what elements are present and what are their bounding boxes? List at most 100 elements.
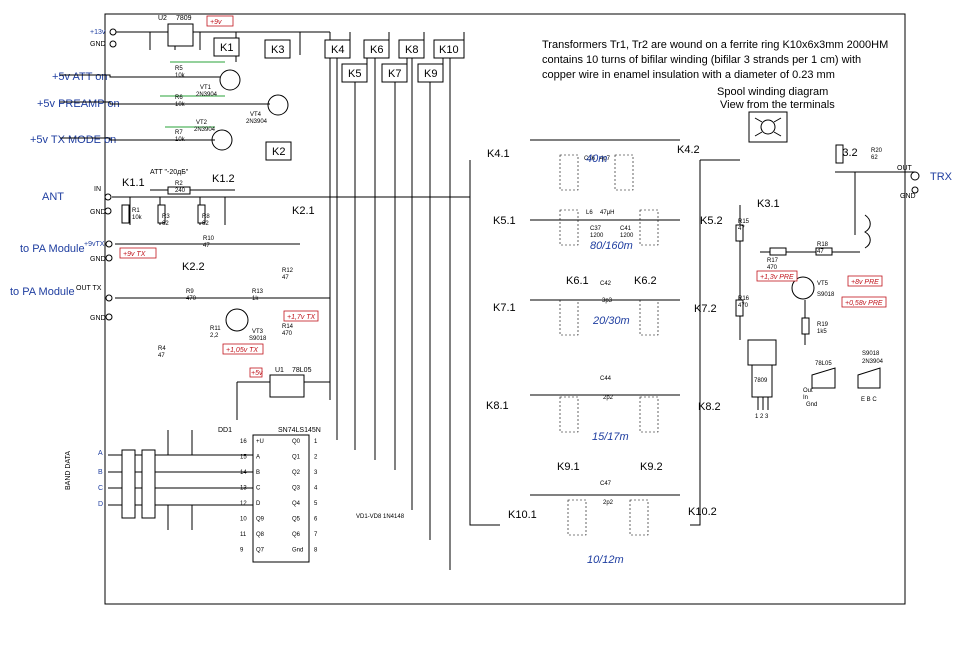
- relay-k9-label: K9: [424, 68, 437, 80]
- voltage-tags: +9v TX +1,7v TX +1,05v TX +1,3v PRE +8v …: [119, 247, 887, 355]
- u1-ref: U1: [275, 367, 284, 374]
- band-20-30m: 20/30m: [592, 315, 630, 327]
- c44-val: 2p2: [603, 395, 614, 401]
- filter-relay-k6-2: K6.2: [634, 275, 657, 287]
- dd1-right-name-1: Q1: [292, 455, 301, 461]
- rf-relay-k1-1: K1.1: [122, 177, 145, 189]
- dd1-right-pin-6: 7: [314, 532, 318, 538]
- resistor-r4-value: 47: [158, 353, 165, 359]
- dd1-left-pin-6: 11: [240, 532, 247, 538]
- dd1-right-name-6: Q6: [292, 532, 301, 538]
- c42-val: 3p3: [602, 298, 613, 304]
- description-line-2: contains 10 turns of bifilar winding (bi…: [542, 54, 861, 66]
- relay-coils: K1 K3 K4 K6 K8 K10 K5 K7 K9 K2: [213, 32, 465, 570]
- resistor-r16-value: 470: [738, 303, 749, 309]
- v-1-05v: +1,05v TX: [226, 347, 258, 354]
- vt3-part: S9018: [249, 336, 267, 342]
- resistor-r14-ref: R14: [282, 324, 294, 330]
- resistor-r19-ref: R19: [817, 322, 829, 328]
- dd1-right-pin-0: 1: [314, 439, 318, 445]
- relay-k1-label: K1: [220, 42, 233, 54]
- dd1-ref: DD1: [218, 427, 232, 434]
- pinout-in: In: [803, 395, 808, 401]
- label-out: OUT: [897, 165, 913, 172]
- u1-regulator: +5v U1 78L05: [236, 367, 330, 420]
- label-plus13v: +13v: [90, 29, 106, 36]
- label-gnd-top: GND: [90, 41, 106, 48]
- resistor-r18-ref: R18: [817, 242, 829, 248]
- dd1-right-name-7: Gnd: [292, 548, 303, 554]
- resistor-r4-ref: R4: [158, 346, 166, 352]
- pinout-ebc: E B C: [861, 397, 877, 403]
- rf-relay-k1-2: K1.2: [212, 173, 235, 185]
- relay-k4: K4: [324, 39, 351, 59]
- c36-val: 4p7: [600, 156, 611, 162]
- c47-ref: C47: [600, 481, 612, 487]
- vt4-part: 2N3904: [246, 119, 268, 125]
- vt1-part: 2N3904: [196, 92, 218, 98]
- resistor-r17-value: 470: [767, 265, 778, 271]
- resistor-r3-value: 62: [162, 221, 169, 227]
- dd1-left-pin-7: 9: [240, 548, 244, 554]
- v-8v: +8v PRE: [851, 279, 879, 286]
- resistor-r7-ref: R7: [175, 130, 183, 136]
- vt3-ref: VT3: [252, 329, 264, 335]
- v-0-58v: +0,58v PRE: [845, 300, 883, 307]
- dd1-right-pin-1: 2: [314, 455, 318, 461]
- rf-relay-k2-2: K2.2: [182, 261, 205, 273]
- vt4-ref: VT4: [250, 112, 262, 118]
- relay-k2: K2: [265, 141, 292, 161]
- band-bit-b: B: [98, 469, 103, 476]
- filter-relay-k4-1: K4.1: [487, 148, 510, 160]
- resistor-r9-ref: R9: [186, 289, 194, 295]
- l6-val: 47μH: [600, 210, 614, 216]
- filter-relay-k6-1: K6.1: [566, 275, 589, 287]
- filter-relay-k7-1: K7.1: [493, 302, 516, 314]
- c36-ref: C36: [584, 156, 596, 162]
- filter-relay-k10-1: K10.1: [508, 509, 537, 521]
- resistor-r16-ref: R16: [738, 296, 750, 302]
- v-9vtx: +9v TX: [123, 251, 146, 258]
- band-bit-a: A: [98, 450, 103, 457]
- u1-output-voltage: +5v: [251, 370, 263, 377]
- relay-k3-label: K3: [271, 44, 284, 56]
- label-trx: TRX: [930, 171, 953, 183]
- dd1-left-name-3: C: [256, 486, 261, 492]
- diodes-label: VD1-VD8 1N4148: [356, 514, 405, 520]
- resistor-r18-value: 47: [817, 249, 824, 255]
- spool-subtitle: View from the terminals: [720, 99, 835, 111]
- filter-relay-k4-2: K4.2: [677, 144, 700, 156]
- description: Transformers Tr1, Tr2 are wound on a fer…: [542, 39, 888, 111]
- filter-bank: C36 4p7 L6 47μH C37 1200 C41 1200 C42 3p…: [469, 139, 701, 566]
- pinout-out: Out: [803, 388, 813, 394]
- vt2-ref: VT2: [196, 120, 208, 126]
- resistor-r6-ref: R6: [175, 95, 183, 101]
- resistor-r5-ref: R5: [175, 66, 183, 72]
- relay-k4-label: K4: [331, 44, 344, 56]
- description-line-3: copper wire in enamel insulation with a …: [542, 69, 835, 81]
- vt5-ref: VT5: [817, 281, 829, 287]
- dd1-right-name-3: Q3: [292, 486, 301, 492]
- resistor-r2-value: 240: [175, 188, 186, 194]
- c37-ref: C37: [590, 226, 602, 232]
- dd1-right-pin-7: 8: [314, 548, 318, 554]
- dd1-left-pin-5: 10: [240, 517, 247, 523]
- dd1-right-name-2: Q2: [292, 470, 301, 476]
- dd1-right-name-4: Q4: [292, 501, 301, 507]
- pinout-7809-pins: 1 2 3: [755, 414, 769, 420]
- band-inputs: [108, 430, 253, 530]
- resistor-r13-value: 1k: [252, 296, 259, 302]
- dd1-left-name-2: B: [256, 470, 260, 476]
- dd1-left-name-1: A: [256, 455, 260, 461]
- dd1-left-name-5: Q9: [256, 517, 265, 523]
- label-to-pa-1: to PA Module: [20, 243, 85, 255]
- resistor-r3-ref: R3: [162, 214, 170, 220]
- filter-relay-k8-1: K8.1: [486, 400, 509, 412]
- u2-part: 7809: [176, 15, 192, 22]
- board-outline: [104, 13, 906, 605]
- relay-k1: K1: [213, 37, 240, 57]
- band-15-17m: 15/17m: [592, 431, 629, 443]
- resistor-r2-ref: R2: [175, 181, 183, 187]
- relay-k9: K9: [417, 63, 444, 83]
